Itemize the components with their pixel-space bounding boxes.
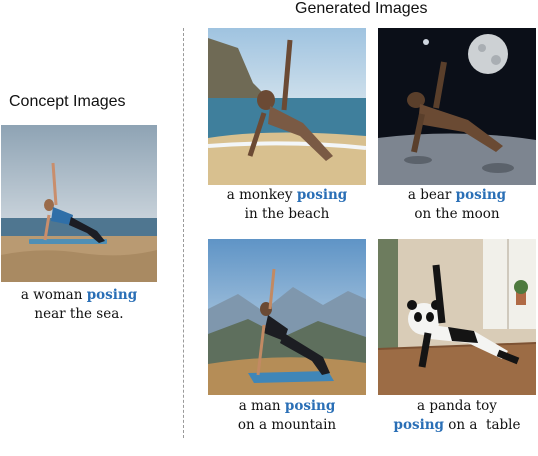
section-divider — [183, 28, 184, 438]
monkey-caption: a monkey posing in the beach — [226, 187, 348, 222]
caption-highlight: posing — [86, 287, 138, 303]
panda-caption: a panda toy posing on a table — [393, 398, 521, 433]
man-caption: a man posing on a mountain — [237, 398, 337, 433]
caption-highlight: posing — [393, 417, 444, 433]
generated-image-monkey — [208, 28, 366, 185]
bear-caption: a bear posing on the moon — [407, 187, 507, 222]
generated-images-heading: Generated Images — [295, 0, 428, 17]
caption-highlight: posing — [455, 187, 507, 203]
concept-image-woman — [1, 125, 157, 282]
generated-image-man — [208, 239, 366, 395]
generated-image-bear — [378, 28, 536, 185]
caption-highlight: posing — [296, 187, 348, 203]
caption-highlight: posing — [284, 398, 336, 414]
concept-images-heading: Concept Images — [9, 93, 126, 110]
generated-image-panda-toy — [378, 239, 536, 395]
concept-caption: a woman posing near the sea. — [20, 287, 138, 322]
